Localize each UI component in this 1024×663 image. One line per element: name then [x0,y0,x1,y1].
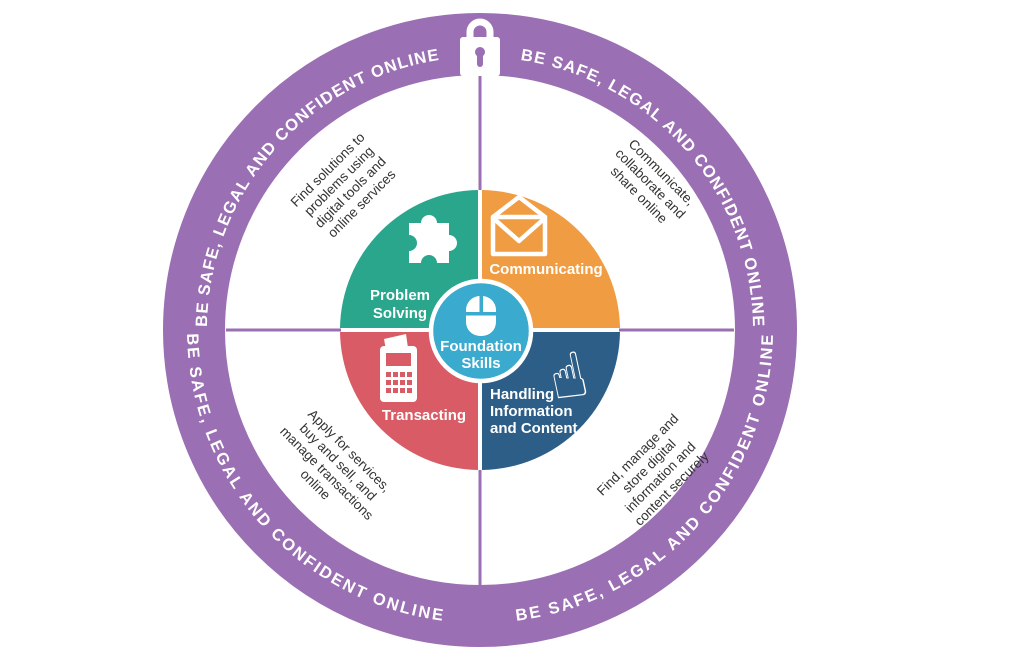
svg-text:Information: Information [490,403,573,420]
svg-text:Transacting: Transacting [382,407,466,424]
foundation-skills-circle: Foundation Skills [428,278,534,384]
svg-text:Skills: Skills [461,355,500,372]
svg-text:Problem: Problem [370,287,430,304]
mouse-icon [466,296,496,336]
svg-text:Handling: Handling [490,386,554,403]
svg-text:Solving: Solving [373,305,427,322]
quadrant-divider-lines [226,75,734,585]
svg-text:Foundation: Foundation [440,338,522,355]
svg-text:Communicating: Communicating [489,261,602,278]
svg-text:and Content: and Content [490,420,578,437]
problem-solving-label: Problem Solving [370,287,430,322]
communicating-label: Communicating [489,261,602,278]
handling-information-label: Handling Information and Content [490,386,578,437]
envelope-icon [490,194,548,257]
padlock-icon [460,18,500,76]
card-terminal-icon [380,334,417,402]
puzzle-icon [409,215,457,263]
transacting-label: Transacting [382,407,466,424]
